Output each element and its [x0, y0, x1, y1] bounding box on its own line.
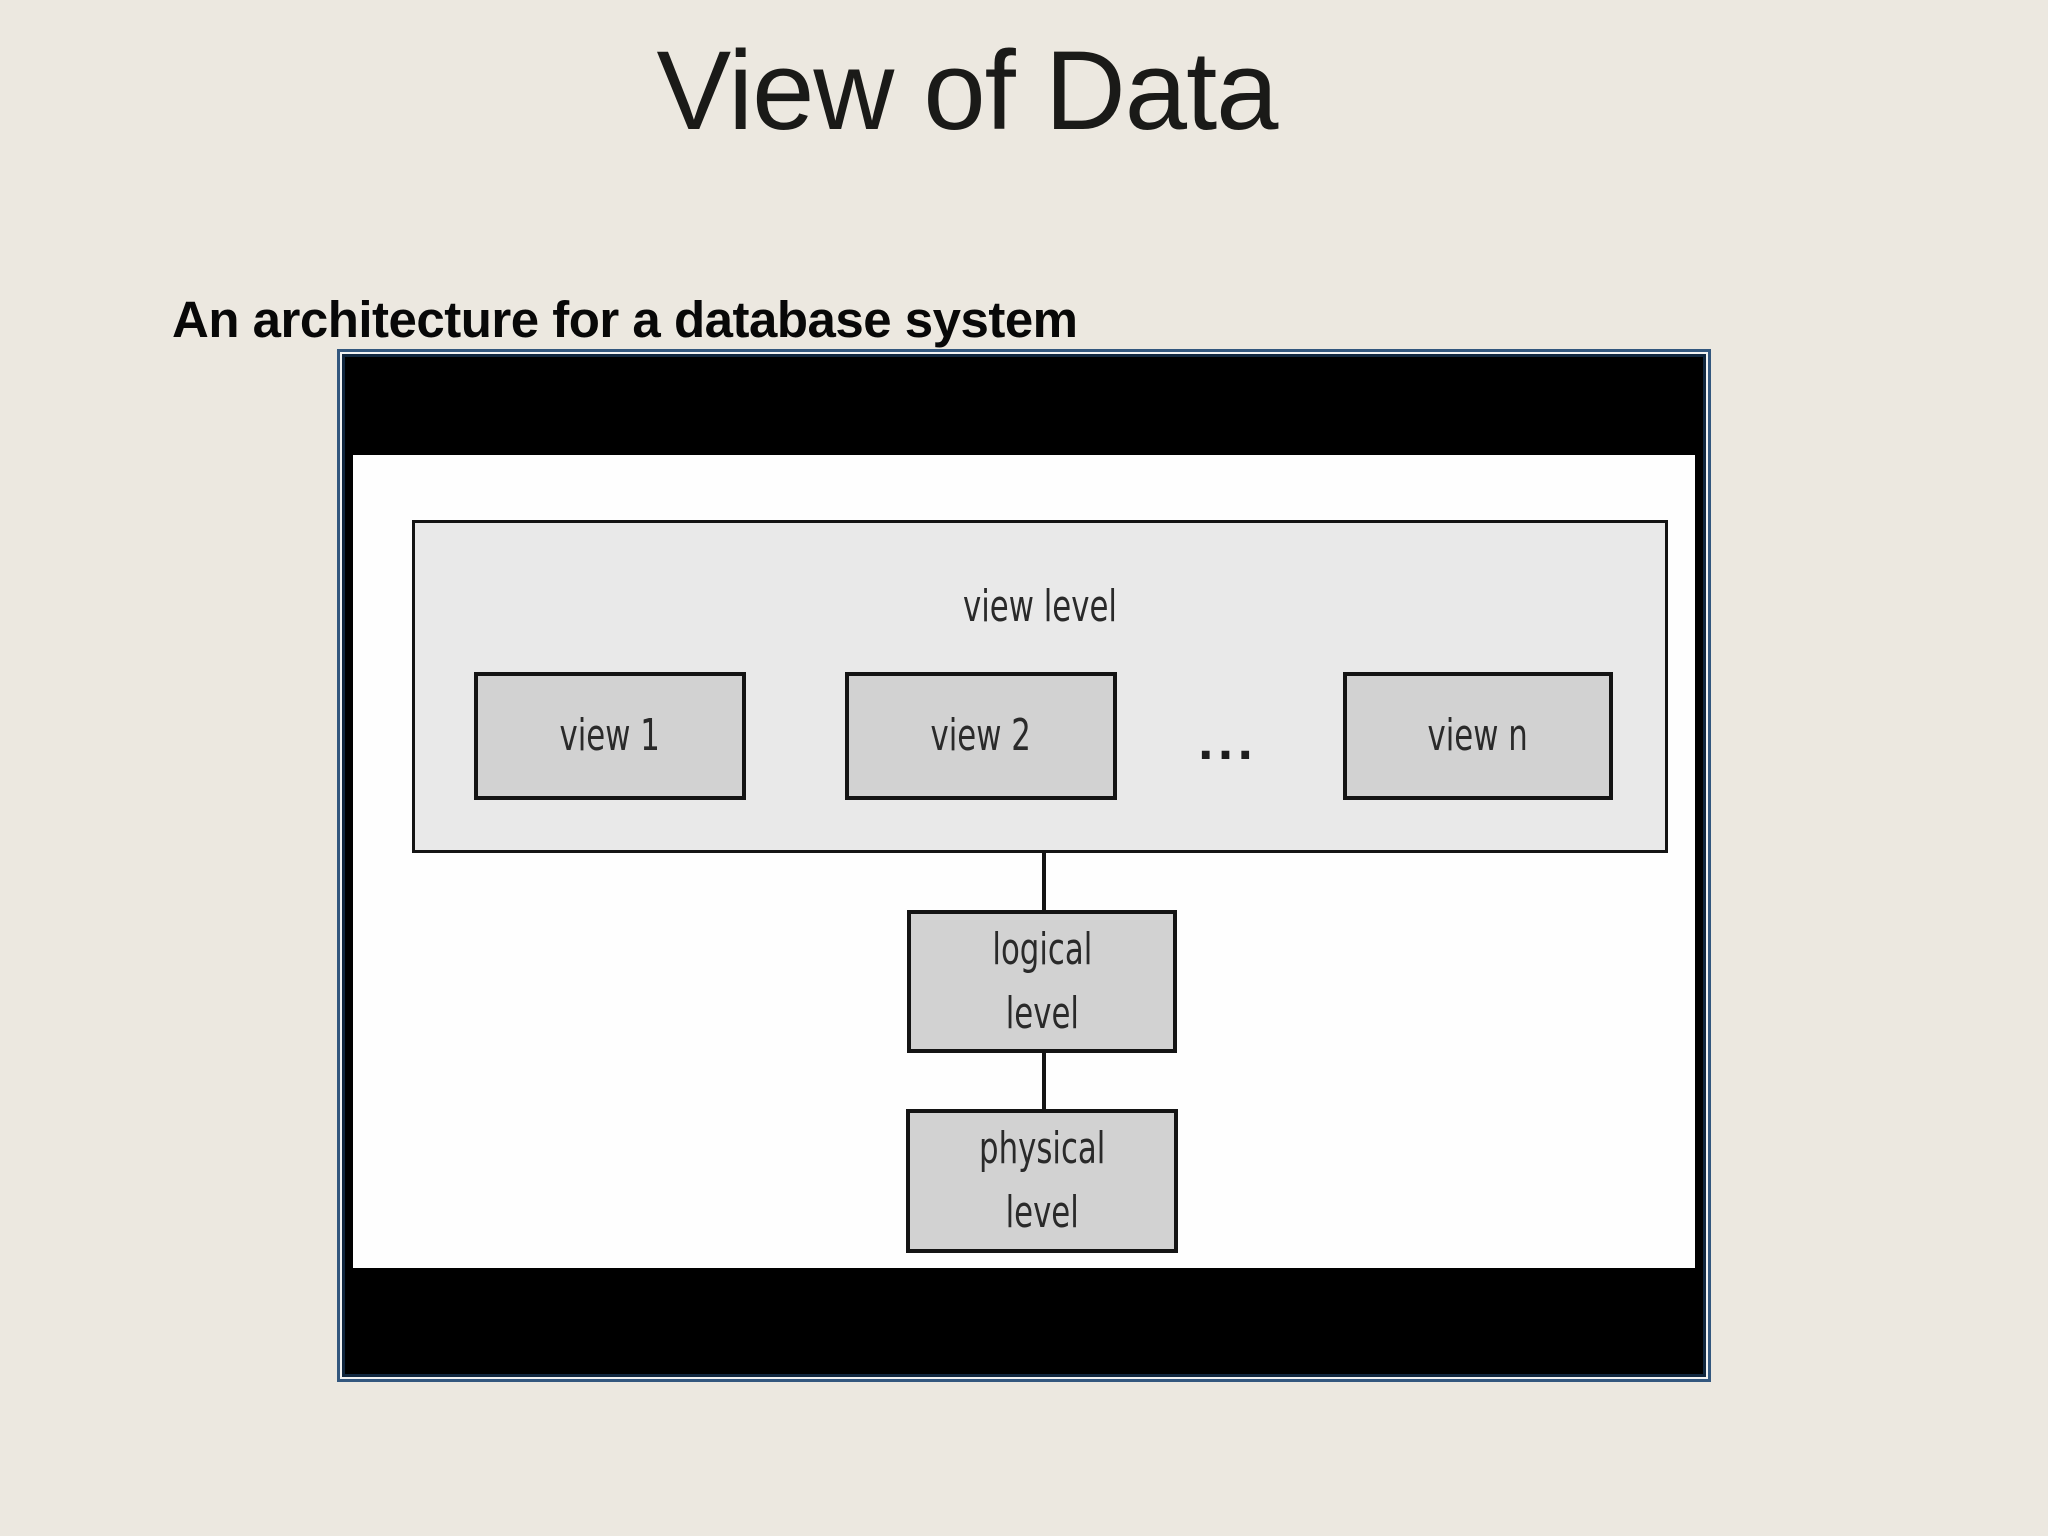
- logical-level-box: logical level: [907, 910, 1177, 1053]
- slide-subtitle: An architecture for a database system: [172, 291, 1078, 348]
- connector-view-to-logical: [1042, 853, 1046, 910]
- view-1-box: view 1: [474, 672, 746, 800]
- slide-title: View of Data: [656, 28, 1279, 153]
- physical-level-label: physical level: [978, 1123, 1106, 1238]
- view-2-box: view 2: [845, 672, 1117, 800]
- view-n-box: view n: [1343, 672, 1613, 800]
- view-level-container: view level view 1 view 2 ... view n: [412, 520, 1668, 853]
- view-level-caption: view level: [415, 575, 1665, 639]
- architecture-figure-frame: view level view 1 view 2 ... view n: [337, 349, 1711, 1382]
- view-2-label: view 2: [930, 710, 1032, 762]
- view-n-label: view n: [1427, 710, 1529, 762]
- view-1-label: view 1: [559, 710, 661, 762]
- figure-scan: view level view 1 view 2 ... view n: [342, 354, 1706, 1377]
- connector-logical-to-physical: [1042, 1053, 1046, 1109]
- figure-content-area: view level view 1 view 2 ... view n: [353, 455, 1695, 1268]
- view-level-label: view level: [963, 581, 1117, 632]
- logical-level-label: logical level: [992, 923, 1092, 1039]
- physical-level-box: physical level: [906, 1109, 1178, 1253]
- ellipsis-dots: ...: [1197, 719, 1257, 770]
